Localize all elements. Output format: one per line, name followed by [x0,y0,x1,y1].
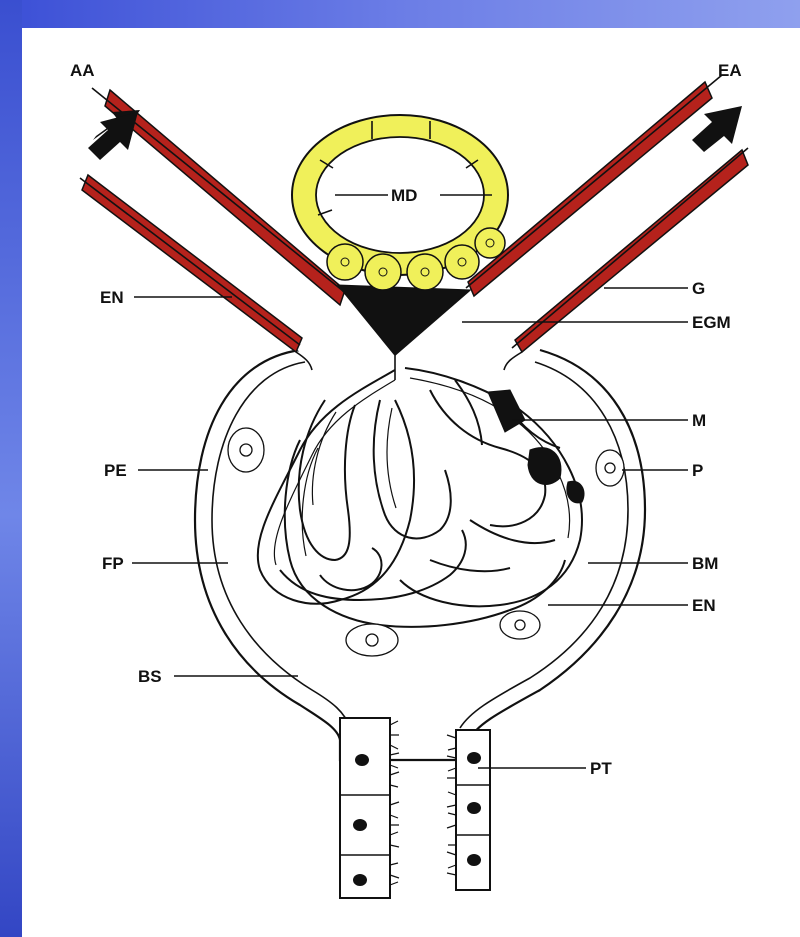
label-fp: FP [102,554,124,573]
label-pe: PE [104,461,127,480]
bowmans-capsule-outer [195,350,645,760]
label-g: G [692,279,705,298]
label-en-bottom: EN [692,596,716,615]
label-pt: PT [590,759,612,778]
label-en-top: EN [100,288,124,307]
label-bs: BS [138,667,162,686]
extraglomerular-mesangium [338,285,470,355]
label-md: MD [391,186,417,205]
label-egm: EGM [692,313,731,332]
label-aa: AA [70,61,95,80]
label-bm: BM [692,554,718,573]
label-p: P [692,461,703,480]
label-m: M [692,411,706,430]
label-ea: EA [718,61,742,80]
